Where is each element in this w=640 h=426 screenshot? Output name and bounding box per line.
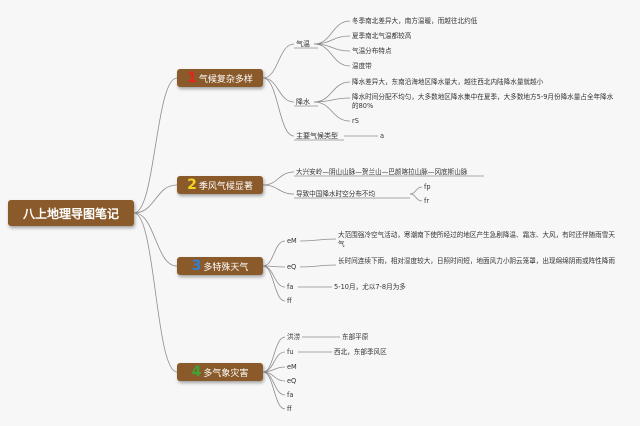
branch-3-number: 3	[191, 258, 202, 274]
leaf-continuous-rain[interactable]: 长时间连续下雨，相对湿度较大，日照时间短，地面风力小阴云笼罩，出现绵绵阴雨或阵性…	[338, 257, 615, 265]
node-uneven-precip[interactable]: 导致中国降水时空分布不均	[296, 190, 376, 198]
connector-line-27	[262, 351, 286, 373]
branch-3-label: 多特殊天气	[203, 262, 249, 273]
connector-line-0	[133, 77, 178, 214]
connector-line-23	[299, 238, 337, 242]
connector-line-4	[262, 43, 295, 79]
connector-line-8	[313, 35, 351, 45]
leaf-temp-zones[interactable]: 温度带	[352, 62, 372, 70]
leaf-temp-distribution[interactable]: 气温分布特点	[352, 47, 392, 55]
branch-2-node[interactable]: 2 季风气候显著	[177, 176, 263, 194]
connector-line-5	[262, 77, 295, 103]
leaf-precip-spatial[interactable]: 降水差异大，东南沿海地区降水量大，越往西北内陆降水量就越小	[352, 78, 544, 86]
branch-4-number: 4	[191, 364, 202, 380]
connector-line-3	[133, 212, 178, 373]
connector-line-31	[262, 371, 286, 410]
branch-2-label: 季风气候显著	[198, 181, 253, 192]
connector-line-18	[409, 193, 423, 202]
connector-line-1	[133, 184, 178, 214]
node-eq-2[interactable]: eQ	[287, 377, 297, 385]
connector-line-11	[313, 81, 351, 103]
leaf-east-plain[interactable]: 东部平原	[342, 333, 369, 341]
connector-line-24	[299, 264, 337, 268]
node-fa[interactable]: fa	[287, 283, 294, 291]
connector-line-26	[262, 336, 286, 373]
branch-3-node[interactable]: 3 多特殊天气	[177, 257, 263, 275]
node-ff[interactable]: ff	[287, 297, 292, 305]
leaf-precip-temporal[interactable]: 降水时间分配不均匀，大多数地区降水集中在夏季，大多数地方5-9月份降水量占全年降…	[352, 93, 614, 110]
branch-1-node[interactable]: 1 气候复杂多样	[177, 69, 263, 87]
node-fu[interactable]: fu	[287, 348, 294, 356]
branch-2-number: 2	[187, 177, 197, 193]
node-flood[interactable]: 洪涝	[287, 333, 301, 341]
branch-4-label: 多气象灾害	[203, 368, 249, 379]
connector-line-2	[133, 212, 178, 267]
connector-line-19	[262, 240, 286, 267]
node-mountain-line[interactable]: 大兴安岭—阴山山脉—贺兰山—巴颜喀拉山脉—冈底斯山脉	[296, 168, 468, 176]
branch-1-number: 1	[187, 70, 197, 86]
branch-1-label: 气候复杂多样	[198, 74, 253, 85]
connector-line-15	[262, 171, 295, 186]
node-em[interactable]: eM	[287, 237, 297, 245]
leaf-temp-winter[interactable]: 冬季南北差异大，南方温暖，而越往北约低	[352, 17, 478, 25]
node-ff-2[interactable]: ff	[287, 405, 292, 413]
leaf-fp[interactable]: fp	[424, 183, 431, 191]
connector-line-10	[313, 43, 351, 67]
node-climate-types[interactable]: 主要气候类型	[296, 132, 338, 140]
root-node[interactable]: 八上地理导图笔记	[8, 200, 134, 226]
leaf-cold-wave[interactable]: 大范围强冷空气活动，寒潮南下使所经过的地区产生急剧降温、霜冻、大风，有时还伴随雨…	[338, 231, 615, 248]
connector-line-16	[262, 184, 295, 195]
node-fa-2[interactable]: fa	[287, 391, 294, 399]
leaf-northwest[interactable]: 西北，东部季风区	[334, 348, 387, 356]
leaf-season[interactable]: 5-10月，尤以7-8月为多	[334, 283, 406, 291]
connector-line-22	[262, 265, 286, 302]
node-em-2[interactable]: eM	[287, 363, 297, 371]
connector-line-6	[262, 77, 295, 137]
connector-line-13	[313, 101, 351, 122]
branch-4-node[interactable]: 4 多气象灾害	[177, 363, 263, 381]
root-label: 八上地理导图笔记	[22, 206, 119, 221]
node-eq[interactable]: eQ	[287, 263, 297, 271]
connector-line-12	[313, 97, 351, 103]
leaf-fr[interactable]: fr	[424, 197, 430, 205]
leaf-climate-a[interactable]: a	[380, 132, 385, 140]
connector-line-7	[313, 20, 351, 45]
leaf-precip-rs[interactable]: rS	[352, 117, 359, 125]
node-precipitation[interactable]: 降水	[296, 98, 310, 106]
node-temperature[interactable]: 气温	[296, 40, 310, 48]
leaf-temp-summer[interactable]: 夏季南北气温都较高	[352, 32, 412, 40]
connector-line-17	[409, 186, 423, 195]
